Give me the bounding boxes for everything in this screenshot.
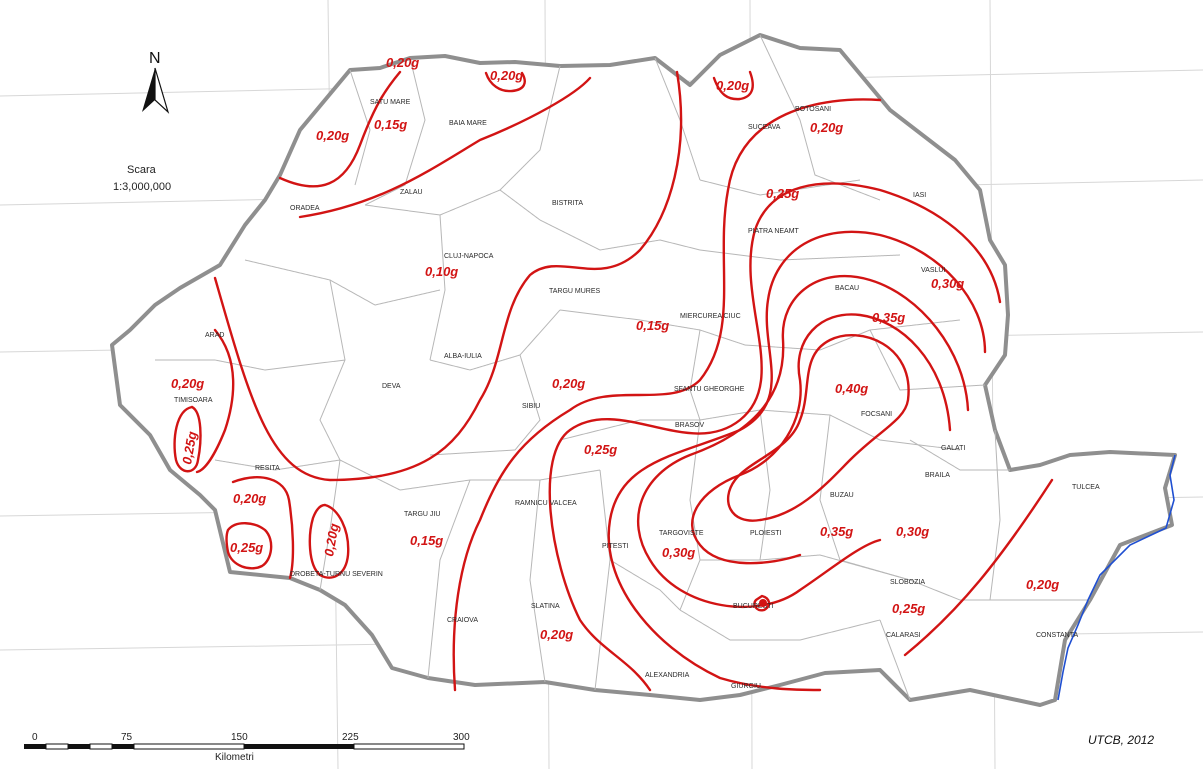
city-label: ARAD xyxy=(205,332,224,339)
zone-label: 0,20g xyxy=(171,376,204,391)
scalebar-unit: Kilometri xyxy=(215,752,254,763)
zone-label: 0,25g xyxy=(230,540,263,555)
city-label: RAMNICU VALCEA xyxy=(515,500,577,507)
scale-label: Scara xyxy=(127,164,157,176)
city-label: BRAILA xyxy=(925,472,950,479)
zone-label: 0,20g xyxy=(1026,577,1059,592)
city-label: VASLUI xyxy=(921,267,945,274)
scalebar-tick: 225 xyxy=(342,732,359,743)
city-label: PLOIESTI xyxy=(750,530,782,537)
city-label: BUCURESTI xyxy=(733,603,774,610)
city-label: DEVA xyxy=(382,383,401,390)
city-label: SFANTU GHEORGHE xyxy=(674,386,745,393)
zone-label: 0,20g xyxy=(540,627,573,642)
scalebar-tick: 150 xyxy=(231,732,248,743)
zone-label: 0,20g xyxy=(321,522,342,557)
city-label: SUCEAVA xyxy=(748,124,781,131)
city-label: SATU MARE xyxy=(370,99,411,106)
city-label: TIMISOARA xyxy=(174,397,213,404)
city-label: TARGU MURES xyxy=(549,288,601,295)
city-label: TARGOVISTE xyxy=(659,530,704,537)
city-label: BAIA MARE xyxy=(449,120,487,127)
city-label: BRASOV xyxy=(675,422,705,429)
zone-label: 0,20g xyxy=(233,491,266,506)
zone-label: 0,20g xyxy=(316,128,349,143)
city-label: BOTOSANI xyxy=(795,106,831,113)
city-label: FOCSANI xyxy=(861,411,892,418)
zone-label: 0,25g xyxy=(584,442,617,457)
city-label: BUZAU xyxy=(830,492,854,499)
city-label: CONSTANTA xyxy=(1036,632,1078,639)
black-sea-coastline xyxy=(1057,454,1176,701)
city-label: RESITA xyxy=(255,465,280,472)
scalebar-tick: 300 xyxy=(453,732,470,743)
zone-label: 0,15g xyxy=(636,318,669,333)
scale-ratio: 1:3,000,000 xyxy=(113,181,171,193)
zone-label: 0,20g xyxy=(810,120,843,135)
city-label: IASI xyxy=(913,192,926,199)
city-label: ORADEA xyxy=(290,205,320,212)
city-label: PITESTI xyxy=(602,543,629,550)
zone-label: 0,20g xyxy=(386,55,419,70)
north-label: N xyxy=(149,50,161,67)
city-label: CLUJ-NAPOCA xyxy=(444,253,494,260)
city-labels: SATU MARE BAIA MARE BOTOSANI SUCEAVA ORA… xyxy=(174,99,1100,690)
zone-label: 0,10g xyxy=(425,264,458,279)
zone-label: 0,40g xyxy=(835,381,868,396)
zone-label: 0,20g xyxy=(716,78,749,93)
city-label: DROBETA-TURNU SEVERIN xyxy=(290,571,383,578)
zone-label: 0,30g xyxy=(662,545,695,560)
city-label: ALEXANDRIA xyxy=(645,672,690,679)
zone-label: 0,30g xyxy=(896,524,929,539)
zone-label: 0,35g xyxy=(872,310,905,325)
zone-label: 0,15g xyxy=(410,533,443,548)
city-label: SIBIU xyxy=(522,403,540,410)
city-label: GALATI xyxy=(941,445,965,452)
city-label: PIATRA NEAMT xyxy=(748,228,800,235)
scalebar-tick: 75 xyxy=(121,732,133,743)
city-label: CALARASI xyxy=(886,632,921,639)
city-label: SLATINA xyxy=(531,603,560,610)
zone-label: 0,25g xyxy=(766,186,799,201)
bucharest-dot-icon xyxy=(759,599,767,607)
scalebar-tick: 0 xyxy=(32,732,38,743)
zone-label: 0,15g xyxy=(374,117,407,132)
zone-label: 0,25g xyxy=(892,601,925,616)
city-label: TULCEA xyxy=(1072,484,1100,491)
zone-label: 0,20g xyxy=(552,376,585,391)
north-arrow-icon: N xyxy=(142,50,170,114)
city-label: MIERCUREA CIUC xyxy=(680,313,741,320)
zone-label: 0,35g xyxy=(820,524,853,539)
isolines xyxy=(173,70,1054,692)
city-label: ALBA-IULIA xyxy=(444,353,482,360)
zone-labels: 0,20g 0,20g 0,20g 0,20g 0,15g 0,20g 0,10… xyxy=(171,55,1059,642)
city-label: TARGU JIU xyxy=(404,511,440,518)
city-label: CRAIOVA xyxy=(447,617,478,624)
city-label: SLOBOZIA xyxy=(890,579,925,586)
zone-label: 0,30g xyxy=(931,276,964,291)
scalebar: 0 75 150 225 300 Kilometri xyxy=(24,732,470,763)
city-label: BACAU xyxy=(835,285,859,292)
city-label: BISTRITA xyxy=(552,200,583,207)
zone-label: 0,25g xyxy=(179,430,200,465)
country-border xyxy=(110,33,1177,707)
zone-label: 0,20g xyxy=(490,68,523,83)
city-label: GIURGIU xyxy=(731,683,761,690)
city-label: ZALAU xyxy=(400,189,423,196)
credit-label: UTCB, 2012 xyxy=(1088,733,1154,747)
